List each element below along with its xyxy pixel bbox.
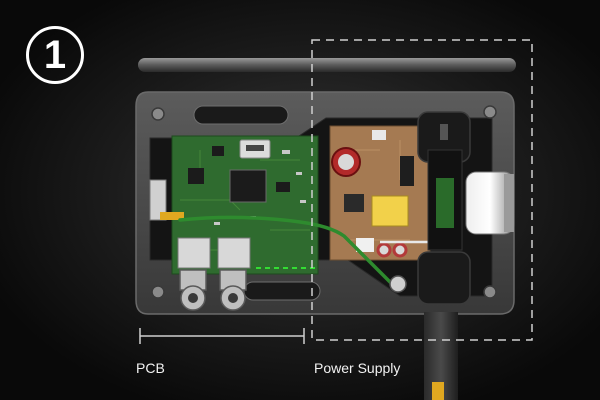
power-supply-label: Power Supply xyxy=(314,360,401,376)
step-number-badge: 1 xyxy=(26,26,84,84)
green-wire xyxy=(178,215,394,286)
dc-barrel-jack-icon xyxy=(417,111,471,305)
screw-icon xyxy=(151,105,497,299)
pcb-label: PCB xyxy=(136,360,165,376)
power-supply-outline xyxy=(311,39,533,341)
pcb-dimension-bracket xyxy=(139,328,305,344)
side-connector xyxy=(149,179,167,221)
step-number: 1 xyxy=(43,32,67,77)
ethernet-port-icon xyxy=(177,237,251,269)
power-supply-board xyxy=(329,125,431,261)
transformer-icon xyxy=(371,195,409,227)
bottom-slot xyxy=(243,281,321,301)
top-rod xyxy=(138,58,516,72)
processor-chip xyxy=(229,169,267,203)
top-slot xyxy=(193,105,289,125)
